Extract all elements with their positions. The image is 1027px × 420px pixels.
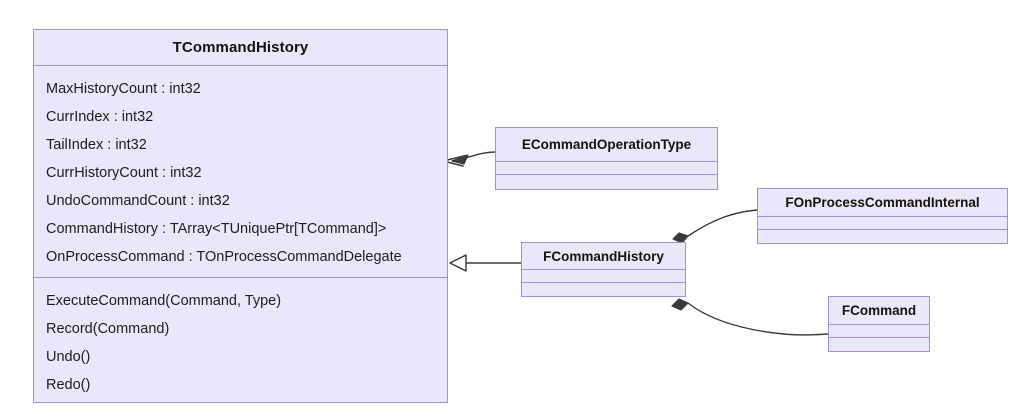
class-attributes-ecommandoperationtype — [496, 162, 717, 175]
class-attributes-fcommand — [829, 325, 929, 338]
attribute-row: OnProcessCommand : TOnProcessCommandDele… — [46, 249, 402, 265]
class-methods-fonprocesscommandinternal — [758, 230, 1007, 243]
class-attributes-tcommandhistory: MaxHistoryCount : int32 CurrIndex : int3… — [34, 66, 447, 278]
attribute-row: TailIndex : int32 — [46, 137, 147, 153]
connector-generalization-fcommandhistory-tcommandhistory — [449, 254, 521, 272]
method-row: Redo() — [46, 377, 91, 393]
class-title-ecommandoperationtype: ECommandOperationType — [496, 128, 717, 162]
attribute-row: UndoCommandCount : int32 — [46, 193, 230, 209]
class-box-fonprocesscommandinternal[interactable]: FOnProcessCommandInternal — [757, 188, 1008, 244]
class-title-tcommandhistory: TCommandHistory — [34, 30, 447, 66]
method-row: ExecuteCommand(Command, Type) — [46, 293, 282, 309]
class-methods-tcommandhistory: ExecuteCommand(Command, Type) Record(Com… — [34, 278, 447, 402]
attribute-row: CommandHistory : TArray<TUniquePtr[TComm… — [46, 221, 387, 237]
class-box-tcommandhistory[interactable]: TCommandHistory MaxHistoryCount : int32 … — [33, 29, 448, 403]
class-title-fcommandhistory: FCommandHistory — [522, 243, 685, 270]
attribute-row: MaxHistoryCount : int32 — [46, 81, 201, 97]
class-box-ecommandoperationtype[interactable]: ECommandOperationType — [495, 127, 718, 190]
class-methods-ecommandoperationtype — [496, 175, 717, 188]
class-title-fcommand: FCommand — [829, 297, 929, 325]
method-row: Undo() — [46, 349, 91, 365]
class-methods-fcommand — [829, 338, 929, 351]
connector-composition-fcommandhistory-fcommand — [671, 298, 829, 336]
attribute-row: CurrIndex : int32 — [46, 109, 154, 125]
attribute-row: CurrHistoryCount : int32 — [46, 165, 202, 181]
class-attributes-fonprocesscommandinternal — [758, 217, 1007, 230]
class-box-fcommandhistory[interactable]: FCommandHistory — [521, 242, 686, 297]
class-box-fcommand[interactable]: FCommand — [828, 296, 930, 352]
connector-dependency-ecommandoperationtype-tcommandhistory — [442, 151, 496, 167]
class-methods-fcommandhistory — [522, 283, 685, 296]
connector-composition-fcommandhistory-fonprocesscommandinternal — [672, 209, 758, 244]
class-title-fonprocesscommandinternal: FOnProcessCommandInternal — [758, 189, 1007, 217]
method-row: Record(Command) — [46, 321, 170, 337]
class-attributes-fcommandhistory — [522, 270, 685, 283]
